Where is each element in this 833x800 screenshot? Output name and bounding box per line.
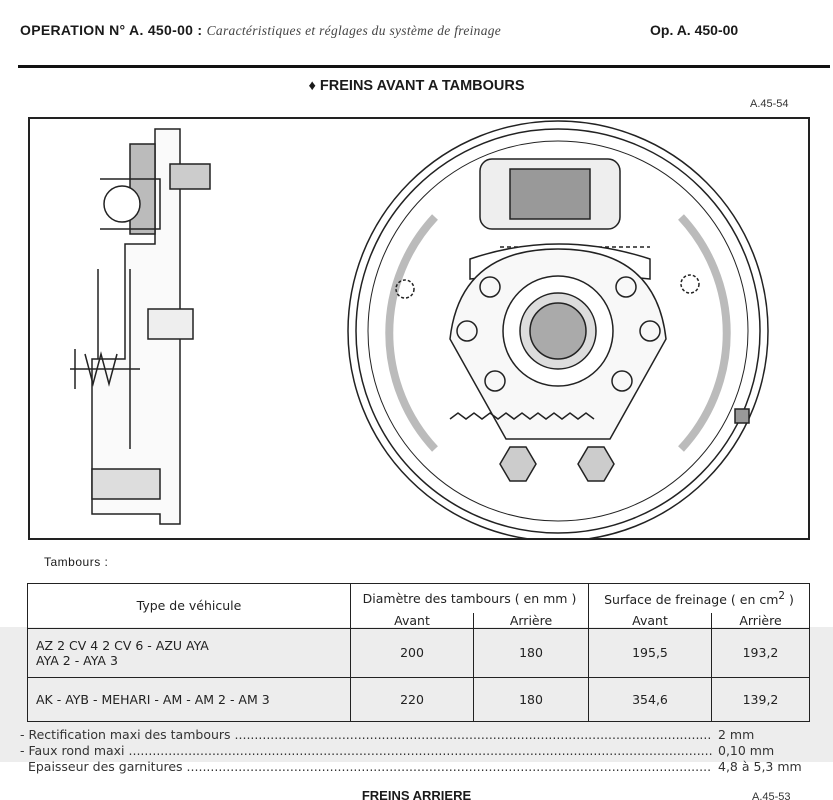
diam-front: 200 bbox=[350, 627, 474, 678]
header-rule bbox=[18, 65, 830, 68]
table-subheader-row: Avant Arrière Avant Arrière bbox=[28, 612, 810, 629]
surf-front: 354,6 bbox=[588, 676, 712, 722]
col-header-diameter: Diamètre des tambours ( en mm ) bbox=[350, 583, 589, 613]
vehicle-types: AK - AYB - MEHARI - AM - AM 2 - AM 3 bbox=[27, 676, 351, 722]
brake-drawing bbox=[70, 120, 769, 542]
table-header-row: Type de véhicule Diamètre des tambours (… bbox=[27, 583, 810, 629]
table-row: AK - AYB - MEHARI - AM - AM 2 - AM 3 220… bbox=[27, 676, 810, 722]
spec-label: - Rectification maxi des tambours bbox=[20, 727, 231, 742]
figure-ref: A.45-54 bbox=[750, 98, 789, 110]
spec-value: 0,10 mm bbox=[718, 743, 775, 758]
operation-subtitle: Caractéristiques et réglages du système … bbox=[206, 23, 502, 38]
operation-ref: Op. A. 450-00 bbox=[650, 22, 739, 38]
surface-label: Surface de freinage ( en cm bbox=[604, 591, 779, 607]
section-title: ♦ FREINS AVANT A TAMBOURS bbox=[308, 78, 525, 94]
drum-specs-table: Type de véhicule Diamètre des tambours (… bbox=[27, 583, 810, 722]
operation-number: OPERATION N° A. 450-00 : bbox=[20, 22, 203, 38]
spec-leader: - Faux rond maxi .......................… bbox=[20, 743, 712, 758]
drum-front-view bbox=[347, 120, 769, 542]
surf-front: 195,5 bbox=[588, 627, 712, 678]
spec-value: 2 mm bbox=[718, 727, 755, 742]
next-section-title: FREINS ARRIERE bbox=[361, 788, 472, 800]
table-row: AZ 2 CV 4 2 CV 6 - AZU AYA AYA 2 - AYA 3… bbox=[27, 627, 810, 678]
surface-label-end: ) bbox=[785, 591, 794, 607]
diam-rear: 180 bbox=[473, 627, 589, 678]
sub-header: Arrière bbox=[711, 612, 810, 629]
spec-leader: Epaisseur des garnitures ...............… bbox=[20, 759, 712, 774]
spec-value: 4,8 à 5,3 mm bbox=[718, 759, 802, 774]
diam-front: 220 bbox=[350, 676, 474, 722]
tambours-label: Tambours : bbox=[44, 555, 109, 569]
next-figure-ref: A.45-53 bbox=[752, 791, 791, 800]
sub-header: Avant bbox=[588, 612, 712, 629]
sub-header: Arrière bbox=[473, 612, 589, 629]
operation-header: OPERATION N° A. 450-00 : Caractéristique… bbox=[20, 22, 501, 39]
surf-rear: 139,2 bbox=[711, 676, 810, 722]
col-header-type: Type de véhicule bbox=[27, 583, 351, 629]
surf-rear: 193,2 bbox=[711, 627, 810, 678]
cross-section-drawing bbox=[70, 128, 211, 525]
surface-unit-exp: 2 bbox=[778, 589, 786, 602]
spec-label: - Faux rond maxi bbox=[20, 743, 125, 758]
spec-label: Epaisseur des garnitures bbox=[20, 759, 183, 774]
brake-drum-figure bbox=[28, 117, 810, 542]
vehicle-types: AZ 2 CV 4 2 CV 6 - AZU AYA AYA 2 - AYA 3 bbox=[27, 627, 351, 678]
col-header-surface: Surface de freinage ( en cm2 ) bbox=[588, 583, 810, 613]
diam-rear: 180 bbox=[473, 676, 589, 722]
spec-leader: - Rectification maxi des tambours ......… bbox=[20, 727, 712, 742]
sub-header: Avant bbox=[350, 612, 474, 629]
